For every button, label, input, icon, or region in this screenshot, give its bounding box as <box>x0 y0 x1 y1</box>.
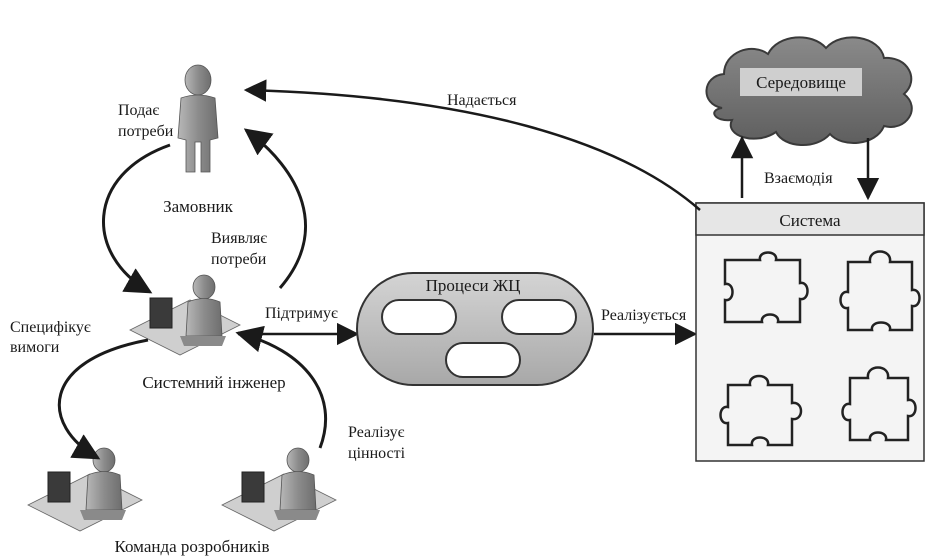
supports-label: Підтримує <box>265 305 338 322</box>
interaction-label: Взаємодія <box>764 170 833 187</box>
submits-needs-label-2: потреби <box>118 123 174 140</box>
environment-label: Середовище <box>756 73 846 92</box>
customer-figure <box>177 64 219 173</box>
implements-values-arrow <box>235 325 328 449</box>
system-engineer-figure <box>129 274 241 356</box>
puzzle-piece-4 <box>841 366 917 442</box>
specifies-requirements-arrow <box>57 338 149 460</box>
system-engineer-label: Системний інженер <box>142 373 285 392</box>
submits-needs-arrow <box>102 143 171 294</box>
system-node <box>695 202 925 462</box>
system-label: Система <box>779 211 841 230</box>
system-header <box>695 202 925 236</box>
is-implemented-label: Реалізується <box>601 307 687 324</box>
processes-label: Процеси ЖЦ <box>426 276 521 295</box>
process-slot-1 <box>381 299 457 335</box>
process-slot-3 <box>445 342 521 378</box>
specifies-requirements-label-1: Специфікує <box>10 319 91 336</box>
is-provided-arrow <box>243 79 701 211</box>
customer-label: Замовник <box>163 197 234 216</box>
identifies-needs-label-2: потреби <box>211 251 267 268</box>
implements-values-label-1: Реалізує <box>348 424 405 441</box>
specifies-requirements-label-2: вимоги <box>10 339 60 356</box>
environment-node <box>705 36 913 147</box>
dev-team-label: Команда розробників <box>115 537 270 556</box>
is-provided-label: Надається <box>447 92 517 109</box>
identifies-needs-arrow <box>243 128 307 289</box>
puzzle-piece-2 <box>839 250 921 332</box>
identifies-needs-label-1: Виявляє <box>211 230 267 247</box>
submits-needs-label-1: Подає <box>118 102 159 119</box>
puzzle-piece-3 <box>719 374 803 447</box>
developer-figure-2 <box>221 447 337 532</box>
process-slot-2 <box>501 299 577 335</box>
developer-figure-1 <box>27 447 143 532</box>
processes-node <box>356 272 594 386</box>
implements-values-label-2: цінності <box>348 445 406 462</box>
puzzle-piece-1 <box>723 251 809 324</box>
environment-label-bg <box>740 68 862 96</box>
